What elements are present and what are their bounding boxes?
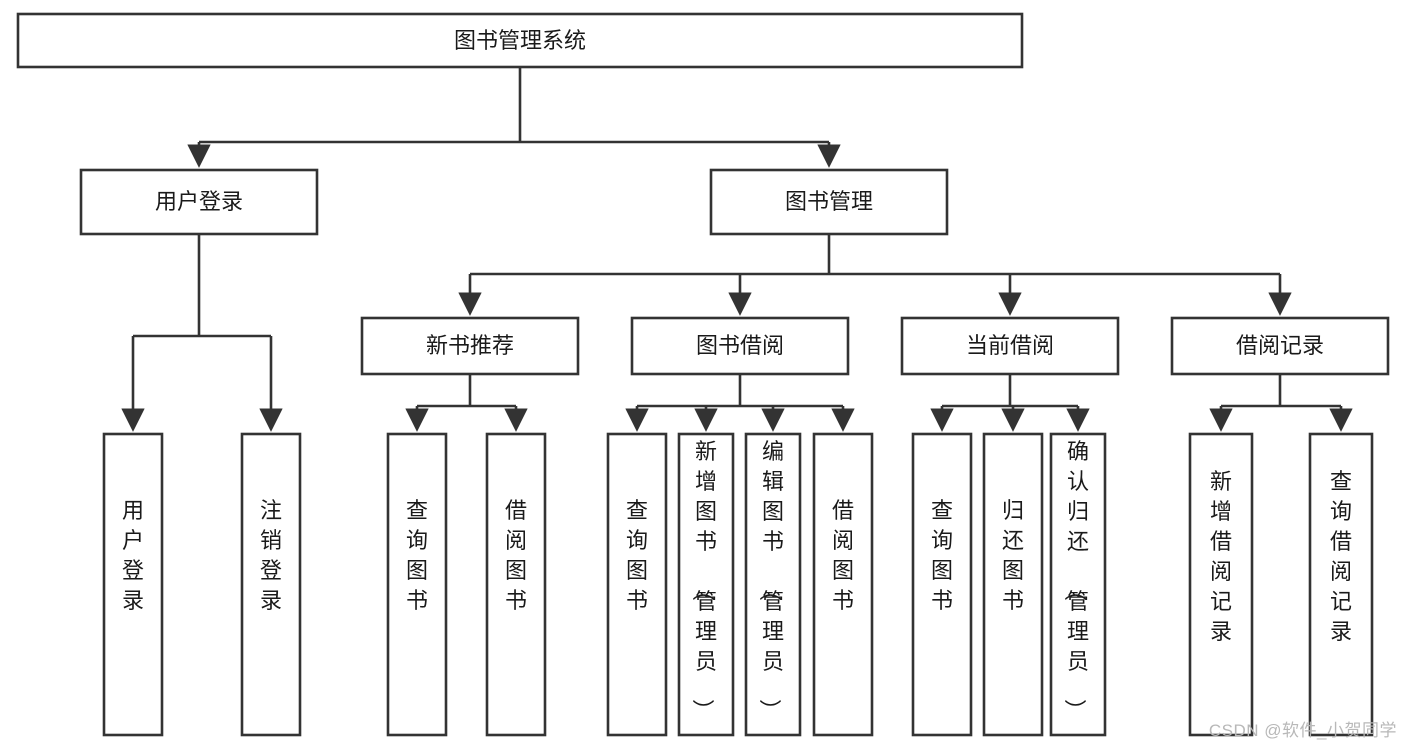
- leaf-layer: 用户登录 注销登录 查询图书 借阅图书 查询图书 新增图书（管理员） 编辑图书（…: [102, 432, 1374, 737]
- node-book-management-box: [709, 168, 949, 236]
- leaf-node-query-book-current-label: 查询图书: [931, 498, 953, 613]
- node-user-login-box: [79, 168, 319, 236]
- leaf-node-query-book-borrow-label: 查询图书: [626, 498, 648, 613]
- node-borrow-records-box: [1170, 316, 1390, 376]
- leaf-node-query-borrow-record-box: [1308, 432, 1374, 737]
- leaf-node-user-login[interactable]: 用户登录: [102, 432, 164, 737]
- leaf-node-query-book-borrow-box: [606, 432, 668, 737]
- node-new-book-recommend-label: 新书推荐: [426, 333, 514, 358]
- leaf-node-query-book-borrow[interactable]: 查询图书: [606, 432, 668, 737]
- node-root-system-box: [16, 12, 1024, 69]
- connector-layer: [121, 67, 1353, 432]
- leaf-node-borrow-book-recommend[interactable]: 借阅图书: [485, 432, 547, 737]
- leaf-node-add-book-admin-label: 新增图书（管理员）: [690, 439, 717, 721]
- leaf-node-borrow-book-box: [812, 432, 874, 737]
- leaf-node-borrow-book-recommend-label: 借阅图书: [505, 498, 527, 613]
- leaf-node-user-login-label: 用户登录: [122, 498, 144, 613]
- leaf-node-query-book-recommend-box: [386, 432, 448, 737]
- leaf-node-query-book-recommend-label: 查询图书: [406, 498, 428, 613]
- node-current-borrow[interactable]: 当前借阅: [900, 316, 1120, 376]
- leaf-node-query-borrow-record-label: 查询借阅记录: [1330, 469, 1352, 644]
- leaf-node-query-book-recommend[interactable]: 查询图书: [386, 432, 448, 737]
- node-borrow-records[interactable]: 借阅记录: [1170, 316, 1390, 376]
- node-new-book-recommend-box: [360, 316, 580, 376]
- node-user-login[interactable]: 用户登录: [79, 168, 319, 236]
- leaf-node-edit-book-admin-box: [744, 432, 802, 737]
- leaf-node-borrow-book[interactable]: 借阅图书: [812, 432, 874, 737]
- leaf-node-return-book-label: 归还图书: [1002, 498, 1024, 613]
- node-user-login-label: 用户登录: [155, 189, 243, 214]
- leaf-node-edit-book-admin[interactable]: 编辑图书（管理员）: [744, 432, 802, 737]
- node-book-management[interactable]: 图书管理: [709, 168, 949, 236]
- leaf-node-query-borrow-record[interactable]: 查询借阅记录: [1308, 432, 1374, 737]
- leaf-node-logout[interactable]: 注销登录: [240, 432, 302, 737]
- leaf-node-borrow-book-recommend-box: [485, 432, 547, 737]
- node-book-borrow-label: 图书借阅: [696, 333, 784, 358]
- leaf-node-logout-label: 注销登录: [260, 498, 282, 613]
- node-root-system[interactable]: 图书管理系统: [16, 12, 1024, 69]
- leaf-node-add-borrow-record-label: 新增借阅记录: [1210, 469, 1232, 644]
- leaf-node-return-book[interactable]: 归还图书: [982, 432, 1044, 737]
- leaf-node-user-login-box: [102, 432, 164, 737]
- leaf-node-add-borrow-record[interactable]: 新增借阅记录: [1188, 432, 1254, 737]
- leaf-node-return-book-box: [982, 432, 1044, 737]
- node-book-management-label: 图书管理: [785, 189, 873, 214]
- leaf-node-borrow-book-label: 借阅图书: [832, 498, 854, 613]
- leaf-node-confirm-return-admin[interactable]: 确认归还（管理员）: [1049, 432, 1107, 737]
- leaf-node-add-book-admin-box: [677, 432, 735, 737]
- node-book-borrow[interactable]: 图书借阅: [630, 316, 850, 376]
- node-book-borrow-box: [630, 316, 850, 376]
- leaf-node-add-borrow-record-box: [1188, 432, 1254, 737]
- leaf-node-confirm-return-admin-label: 确认归还（管理员）: [1062, 439, 1089, 721]
- leaf-node-edit-book-admin-label: 编辑图书（管理员）: [757, 439, 784, 721]
- leaf-node-query-book-current[interactable]: 查询图书: [911, 432, 973, 737]
- leaf-node-logout-box: [240, 432, 302, 737]
- node-new-book-recommend[interactable]: 新书推荐: [360, 316, 580, 376]
- leaf-node-add-book-admin[interactable]: 新增图书（管理员）: [677, 432, 735, 737]
- leaf-node-confirm-return-admin-box: [1049, 432, 1107, 737]
- node-root-system-label: 图书管理系统: [454, 28, 586, 53]
- leaf-node-query-book-current-box: [911, 432, 973, 737]
- node-current-borrow-box: [900, 316, 1120, 376]
- node-current-borrow-label: 当前借阅: [966, 333, 1054, 358]
- node-borrow-records-label: 借阅记录: [1236, 333, 1324, 358]
